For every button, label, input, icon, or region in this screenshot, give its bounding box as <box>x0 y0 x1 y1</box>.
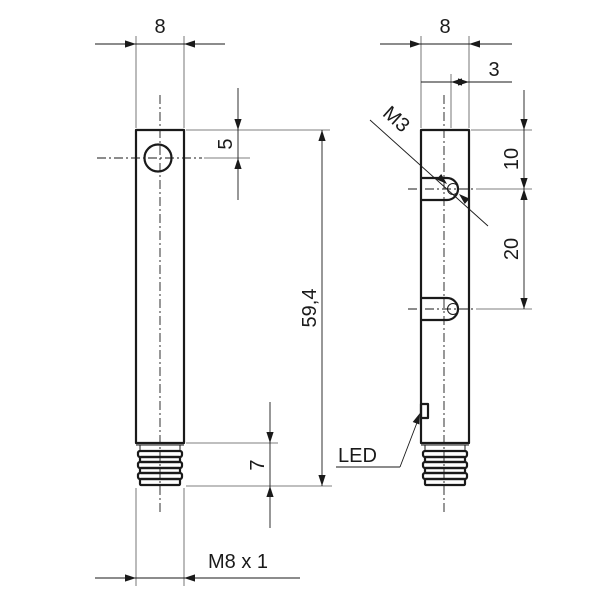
side-m8-connector <box>421 444 469 487</box>
dim-hole-offset: 5 <box>186 88 330 200</box>
dim-connector-length-label: 7 <box>247 459 269 470</box>
dim-side-width-label: 8 <box>439 16 450 38</box>
dim-side-offset: 3 <box>421 59 512 128</box>
dim-thread-label: M8 x 1 <box>208 551 268 573</box>
side-mounting-lug-2 <box>408 296 474 322</box>
led-callout: LED <box>336 411 424 468</box>
dim-front-width-label: 8 <box>154 16 165 38</box>
dim-hole-spacing: 20 <box>476 189 532 310</box>
dim-front-width: 8 <box>95 16 225 128</box>
front-view: 8 5 59,4 7 <box>95 16 332 586</box>
dim-first-hole-label: 10 <box>501 148 523 170</box>
front-mounting-hole <box>143 143 173 173</box>
dim-hole-offset-label: 5 <box>215 138 237 149</box>
dim-thread: M8 x 1 <box>95 488 300 586</box>
side-housing <box>419 128 471 445</box>
dim-hole-spacing-label: 20 <box>501 238 523 260</box>
side-led-window <box>419 402 430 420</box>
front-housing <box>134 128 186 445</box>
dim-side-offset-label: 3 <box>488 59 499 81</box>
dim-overall-length: 59,4 <box>186 130 332 487</box>
dim-mount-thread: M3 <box>369 102 489 227</box>
led-label: LED <box>338 445 377 467</box>
dim-connector-length: 7 <box>186 402 278 528</box>
side-view: 8 3 M3 10 <box>336 16 532 512</box>
dim-overall-length-label: 59,4 <box>299 289 321 328</box>
front-m8-connector <box>136 444 184 487</box>
dim-first-hole: 10 <box>471 90 532 190</box>
